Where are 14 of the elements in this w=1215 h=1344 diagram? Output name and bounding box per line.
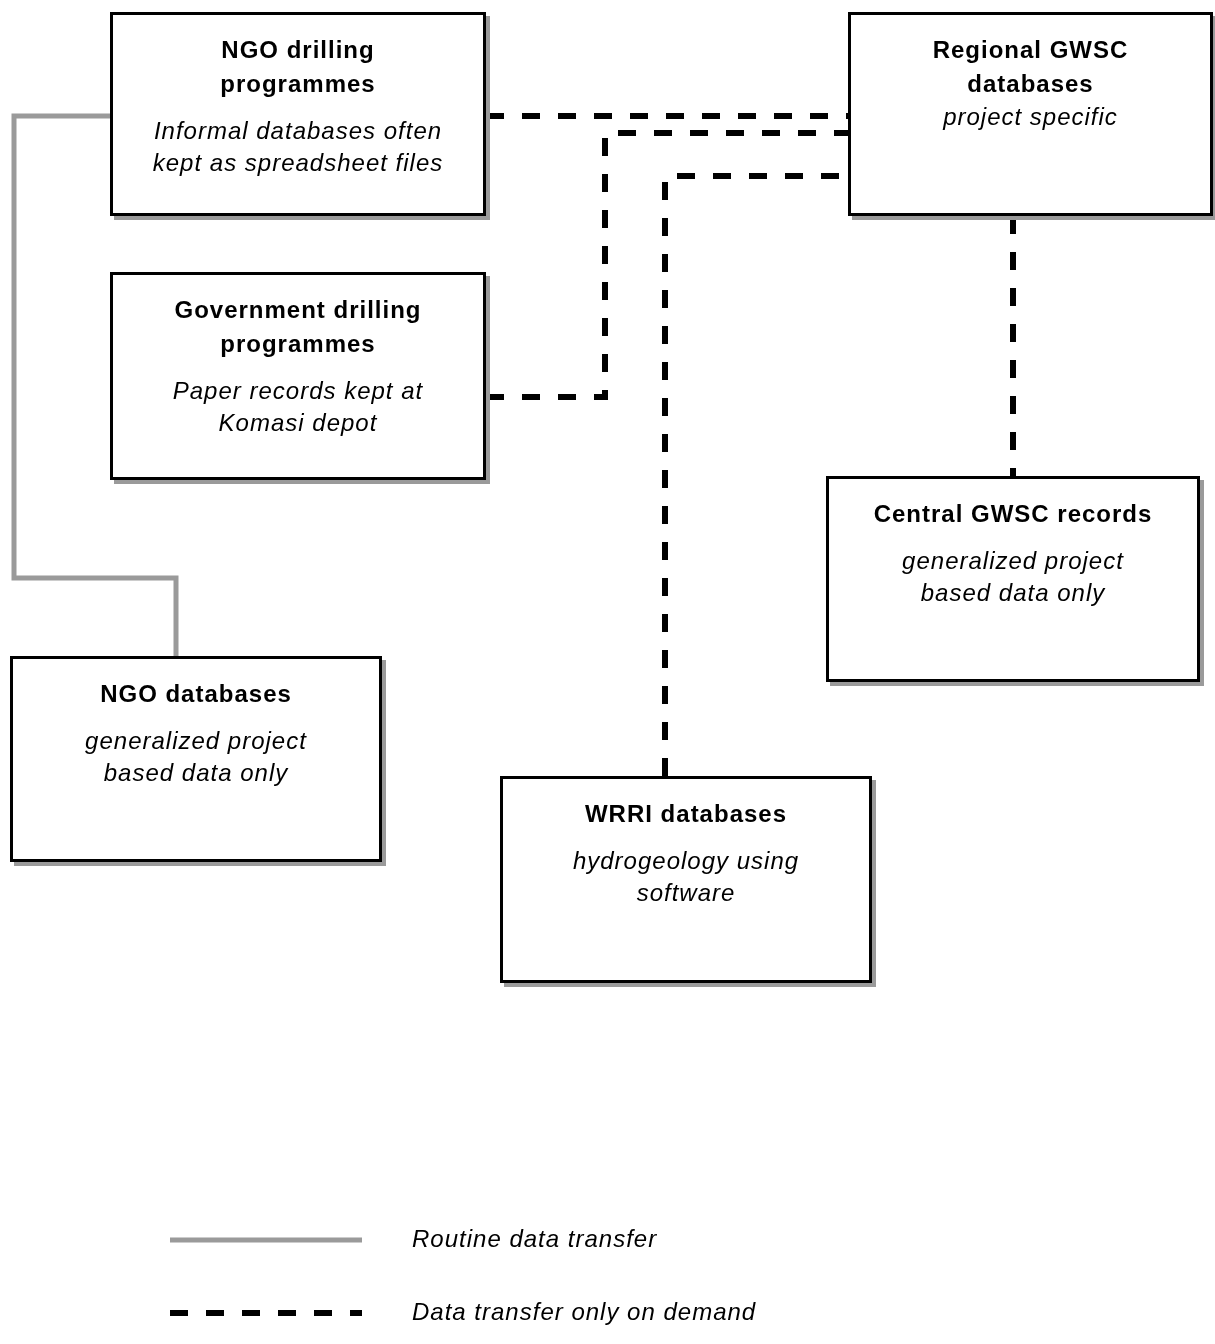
box-title: NGO databases <box>99 679 293 709</box>
connector-line <box>11 113 179 656</box>
box-description: project specific <box>941 102 1119 132</box>
box-description: generalized project based data only <box>84 726 308 788</box>
box-description: generalized project based data only <box>901 546 1125 608</box>
box-title: Government drilling programmes <box>173 295 423 359</box>
legend-text: Data transfer only on demand <box>412 1298 757 1326</box>
box-title: NGO drilling programmes <box>219 35 377 99</box>
box-description: Paper records kept at Komasi depot <box>171 376 425 438</box>
box-description: Informal databases often kept as spreadsheet files <box>151 116 445 178</box>
legend-text: Routine data transfer <box>412 1225 658 1253</box>
box-description: hydrogeology using software <box>571 846 801 908</box>
box-title: Central GWSC records <box>872 499 1154 529</box>
box-title: WRRI databases <box>583 799 789 829</box>
